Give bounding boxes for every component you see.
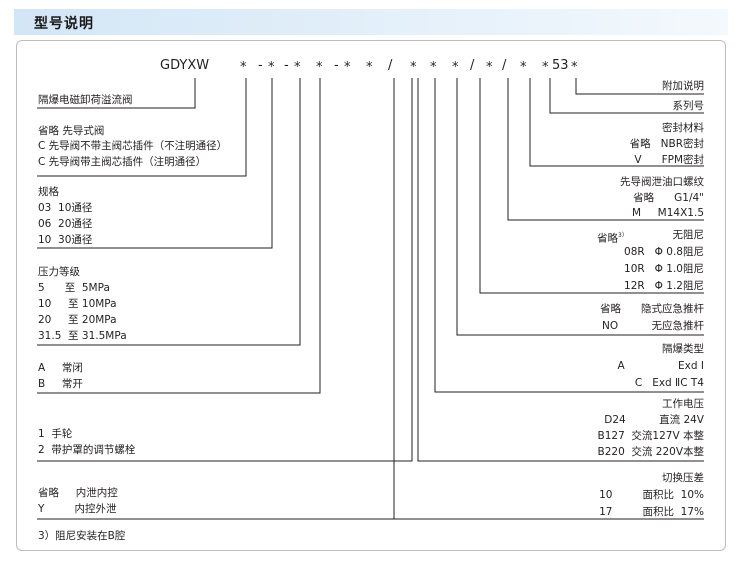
seal-title: 密封材料 bbox=[662, 122, 704, 134]
line-pilot bbox=[37, 78, 247, 177]
spec-06: 06 20通径 bbox=[38, 218, 93, 230]
spec-10: 10 30通径 bbox=[38, 234, 93, 246]
extra-note: 附加说明 bbox=[662, 80, 704, 92]
code-series: 53 bbox=[552, 58, 569, 73]
pressure-20: 20 至 20MPa bbox=[38, 314, 117, 326]
damping-omit: 省略3） bbox=[597, 232, 628, 245]
damping-08r: 08R Φ 0.8阻尼 bbox=[624, 246, 704, 258]
thread-g14: 省略 G1/4" bbox=[633, 192, 704, 204]
code-placeholder: * bbox=[366, 60, 373, 75]
code-placeholder: * bbox=[430, 60, 437, 75]
line-voltage bbox=[417, 78, 704, 462]
normal-open: B 常开 bbox=[38, 378, 83, 390]
damping-12r: 12R Φ 1.2阻尼 bbox=[624, 280, 704, 292]
code-separator: - bbox=[284, 58, 289, 73]
code-placeholder: * bbox=[452, 60, 459, 75]
code-separator: / bbox=[502, 58, 507, 73]
spec-title: 规格 bbox=[38, 186, 59, 198]
switch-10: 10 面积比 10% bbox=[599, 489, 704, 501]
code-separator: / bbox=[388, 58, 393, 73]
explosion-title: 隔爆类型 bbox=[662, 343, 704, 355]
explosion-c: C Exd ⅡC T4 bbox=[634, 377, 704, 389]
line-thread bbox=[507, 78, 704, 221]
valve-name: 隔爆电磁卸荷溢流阀 bbox=[38, 94, 133, 106]
footnote: 3）阻尼安装在B腔 bbox=[38, 530, 126, 542]
thread-title: 先导阀泄油口螺纹 bbox=[620, 176, 704, 188]
damping-10r: 10R Φ 1.0阻尼 bbox=[624, 263, 704, 275]
line-seal bbox=[529, 78, 704, 167]
page-title: 型号说明 bbox=[34, 16, 94, 32]
code-separator: / bbox=[470, 58, 475, 73]
voltage-b127: B127 交流127V 本整 bbox=[597, 430, 704, 442]
code-placeholder: * bbox=[571, 60, 578, 75]
line-normal bbox=[37, 78, 321, 394]
line-pressure bbox=[37, 78, 301, 346]
voltage-b220: B220 交流 220V本整 bbox=[597, 446, 704, 458]
seal-nbr: 省略 NBR密封 bbox=[629, 138, 704, 150]
switch-title: 切换压差 bbox=[662, 472, 704, 484]
code-placeholder: * bbox=[542, 60, 549, 75]
series-no: 系列号 bbox=[672, 100, 705, 112]
normal-closed: A 常闭 bbox=[38, 362, 83, 374]
section-header: 型号说明 bbox=[14, 9, 728, 35]
code-placeholder: * bbox=[486, 60, 493, 75]
line-explosion bbox=[434, 78, 704, 393]
explosion-a: A Exd Ⅰ bbox=[617, 360, 704, 372]
line-series bbox=[549, 78, 704, 114]
code-placeholder: * bbox=[410, 60, 417, 75]
code-separator: - bbox=[334, 58, 339, 73]
pressure-31-5: 31.5 至 31.5MPa bbox=[38, 330, 127, 342]
code-placeholder: * bbox=[268, 60, 275, 75]
damping-none: 无阻尼 bbox=[672, 229, 705, 241]
line-emergency bbox=[456, 78, 704, 336]
line-spec bbox=[37, 78, 273, 249]
content-frame bbox=[16, 40, 726, 551]
model-code: GDYXW bbox=[160, 58, 210, 73]
pressure-5: 5 至 5MPa bbox=[38, 282, 110, 294]
thread-m14: M M14X1.5 bbox=[631, 207, 704, 219]
code-placeholder: * bbox=[316, 60, 323, 75]
line-damping bbox=[479, 78, 704, 294]
line-adjust bbox=[37, 78, 413, 462]
code-placeholder: * bbox=[294, 60, 301, 75]
damping-footnote-mark: 3） bbox=[618, 232, 628, 239]
code-separator: - bbox=[258, 58, 263, 73]
pressure-10: 10 至 10MPa bbox=[38, 298, 117, 310]
pilot-line-1: 省略 先导式阀 bbox=[38, 125, 105, 137]
emergency-hidden: 省略 隐式应急推杆 bbox=[599, 303, 704, 315]
drain-external: Y 内控外泄 bbox=[38, 503, 117, 515]
pressure-title: 压力等级 bbox=[38, 266, 80, 278]
emergency-none: NO 无应急推杆 bbox=[602, 320, 704, 332]
code-placeholder: * bbox=[240, 60, 247, 75]
switch-17: 17 面积比 17% bbox=[599, 506, 704, 518]
pilot-line-2: C 先导阀不带主阀芯插件（不注明通径） bbox=[38, 140, 228, 152]
code-placeholder: * bbox=[344, 60, 351, 75]
spec-03: 03 10通径 bbox=[38, 202, 93, 214]
seal-fpm: V FPM密封 bbox=[634, 154, 704, 166]
pilot-line-3: C 先导阀带主阀芯插件（注明通径） bbox=[38, 156, 207, 168]
drain-internal: 省略 内泄内控 bbox=[38, 487, 118, 499]
voltage-title: 工作电压 bbox=[662, 398, 704, 410]
code-placeholder: * bbox=[520, 60, 527, 75]
line-extra bbox=[575, 78, 704, 95]
voltage-d24: D24 直流 24V bbox=[604, 414, 704, 426]
adjust-bolt: 2 带护罩的调节螺栓 bbox=[38, 444, 136, 456]
adjust-handwheel: 1 手轮 bbox=[38, 428, 73, 440]
line-name bbox=[37, 78, 196, 109]
